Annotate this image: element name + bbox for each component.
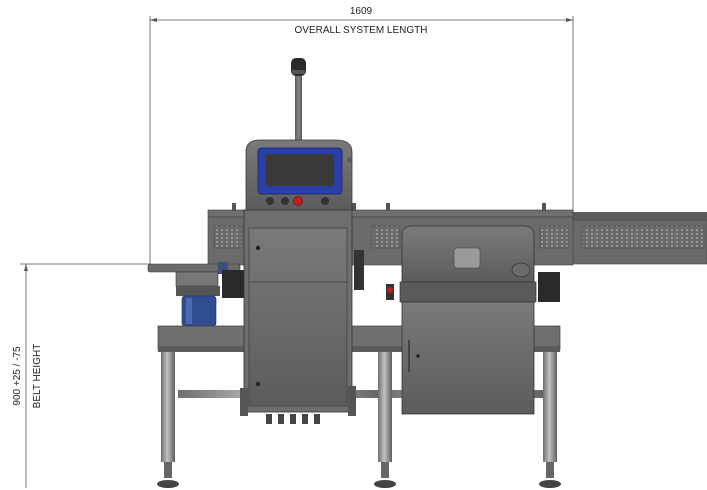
leg-left xyxy=(157,352,179,488)
infeed-guide xyxy=(147,262,241,296)
hmi-screen xyxy=(266,154,334,186)
control-button-mid xyxy=(281,197,289,205)
height-label: BELT HEIGHT xyxy=(32,344,43,409)
length-arrow-left xyxy=(150,18,157,22)
length-label: OVERALL SYSTEM LENGTH xyxy=(295,25,428,36)
length-value: 1609 xyxy=(350,6,373,17)
length-arrow-right xyxy=(566,18,573,22)
support-legs xyxy=(157,352,561,488)
outfeed-conveyor xyxy=(571,212,707,265)
height-value: 900 +25 / -75 xyxy=(12,346,23,406)
control-button-right xyxy=(321,197,329,205)
control-button-left xyxy=(266,197,274,205)
metal-detector-head xyxy=(401,225,535,283)
cable-glands xyxy=(266,414,320,424)
leg-right xyxy=(539,352,561,488)
height-dimension: 900 +25 / -75 BELT HEIGHT xyxy=(12,263,150,488)
length-dimension: 1609 OVERALL SYSTEM LENGTH xyxy=(149,6,574,264)
electrical-cabinet xyxy=(240,209,356,416)
signal-beacon xyxy=(291,58,306,142)
sensor-fitting xyxy=(386,284,394,300)
reject-bin xyxy=(181,295,217,327)
leg-center xyxy=(374,352,396,488)
outfeed-motor xyxy=(538,272,560,302)
infeed-motor xyxy=(222,250,364,298)
emergency-stop-button xyxy=(293,196,303,206)
weigh-cabinet xyxy=(399,281,537,415)
height-arrow-top xyxy=(24,264,28,271)
control-head xyxy=(245,139,353,211)
